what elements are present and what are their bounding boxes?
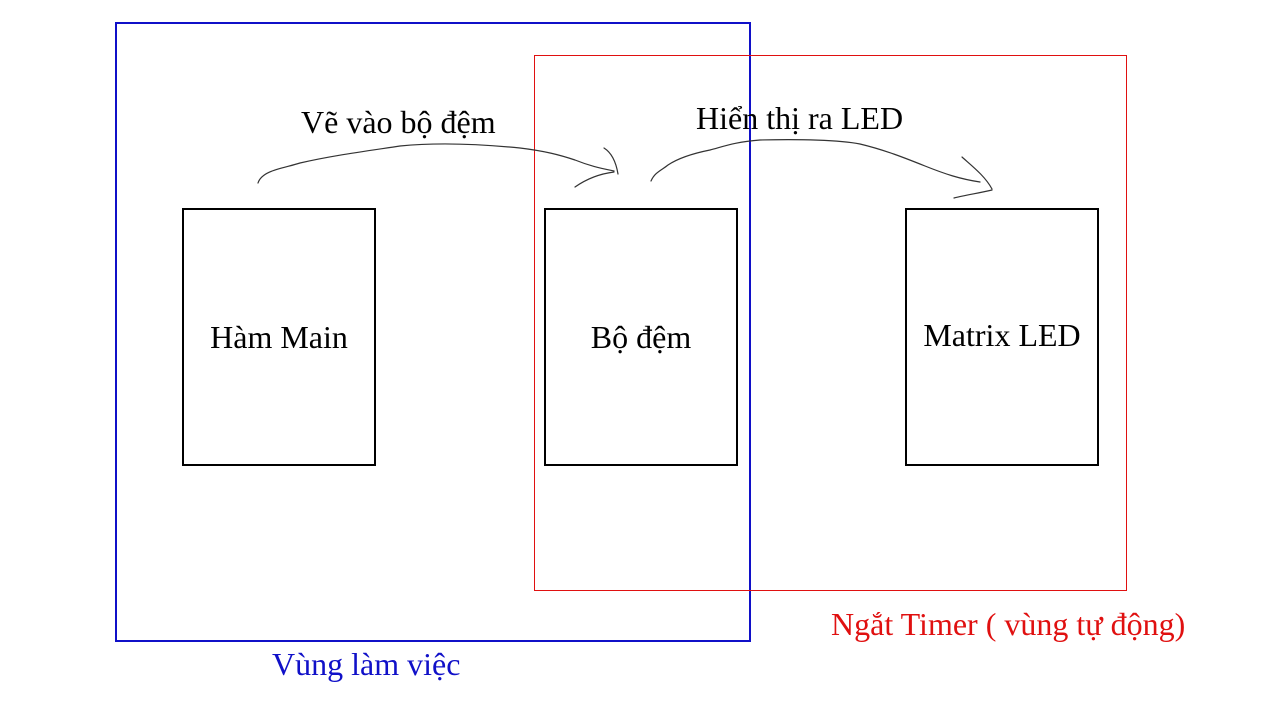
display-led-label: Hiển thị ra LED xyxy=(696,100,904,136)
buffer-label: Bộ đệm xyxy=(590,318,692,355)
buffer-box: Bộ đệm xyxy=(544,208,738,466)
work-region-caption: Vùng làm việc xyxy=(272,646,461,682)
matrix-led-box: Matrix LED xyxy=(905,208,1099,466)
timer-region-border xyxy=(534,55,1127,591)
work-region-border xyxy=(115,22,751,642)
main-function-box: Hàm Main xyxy=(182,208,376,466)
main-function-label: Hàm Main xyxy=(210,318,348,355)
timer-region-caption: Ngắt Timer ( vùng tự động) xyxy=(831,606,1186,642)
matrix-led-label: Matrix LED xyxy=(923,316,1081,353)
draw-to-buffer-label: Vẽ vào bộ đệm xyxy=(301,104,496,140)
